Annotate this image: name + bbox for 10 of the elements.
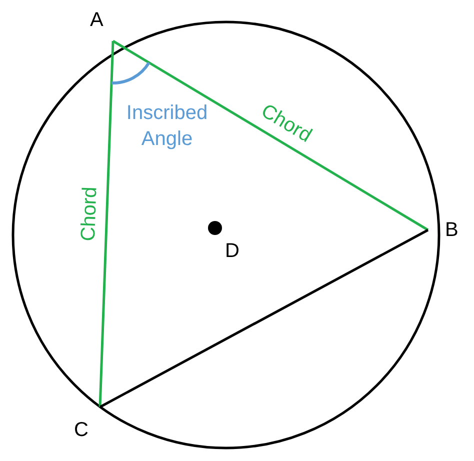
vertex-label: A — [90, 10, 104, 30]
edge-label: Chord — [77, 186, 102, 242]
chord-line — [112, 40, 429, 232]
point-label: D — [225, 241, 240, 261]
chord-line — [98, 40, 114, 408]
chord-line — [99, 228, 429, 408]
vertex-label: C — [74, 420, 88, 440]
angle-label: Inscribed Angle — [125, 101, 209, 152]
vertex-label: B — [445, 220, 458, 240]
center-dot — [208, 221, 222, 235]
